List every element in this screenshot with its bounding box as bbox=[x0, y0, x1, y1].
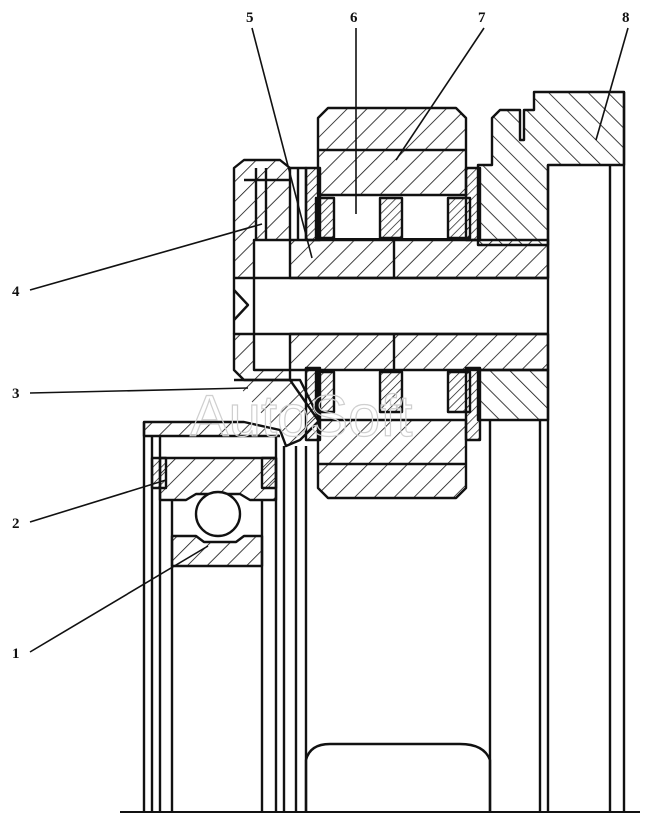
leader-3 bbox=[29, 387, 249, 394]
label-3: 3 bbox=[12, 386, 20, 402]
label-8: 8 bbox=[622, 10, 630, 26]
gear-7 bbox=[316, 106, 468, 500]
label-6: 6 bbox=[350, 10, 358, 26]
ball-bearing-2 bbox=[150, 456, 278, 502]
ball-bearing-1 bbox=[170, 490, 264, 812]
label-5: 5 bbox=[246, 10, 254, 26]
watermark: AutoSoft bbox=[190, 384, 412, 449]
leader-7 bbox=[395, 27, 485, 161]
leader-4 bbox=[29, 223, 263, 291]
cover-plate-3-4 bbox=[232, 158, 308, 382]
label-1: 1 bbox=[12, 646, 20, 662]
leader-1 bbox=[29, 545, 209, 653]
label-4: 4 bbox=[12, 284, 20, 300]
leader-8 bbox=[595, 27, 629, 141]
axle-5 bbox=[252, 238, 550, 372]
leader-5 bbox=[251, 27, 313, 259]
leader-lines bbox=[29, 27, 629, 653]
gear-8 bbox=[476, 90, 626, 812]
label-2: 2 bbox=[12, 516, 20, 532]
leader-2 bbox=[29, 479, 167, 523]
housing bbox=[142, 378, 492, 812]
label-7: 7 bbox=[478, 10, 486, 26]
